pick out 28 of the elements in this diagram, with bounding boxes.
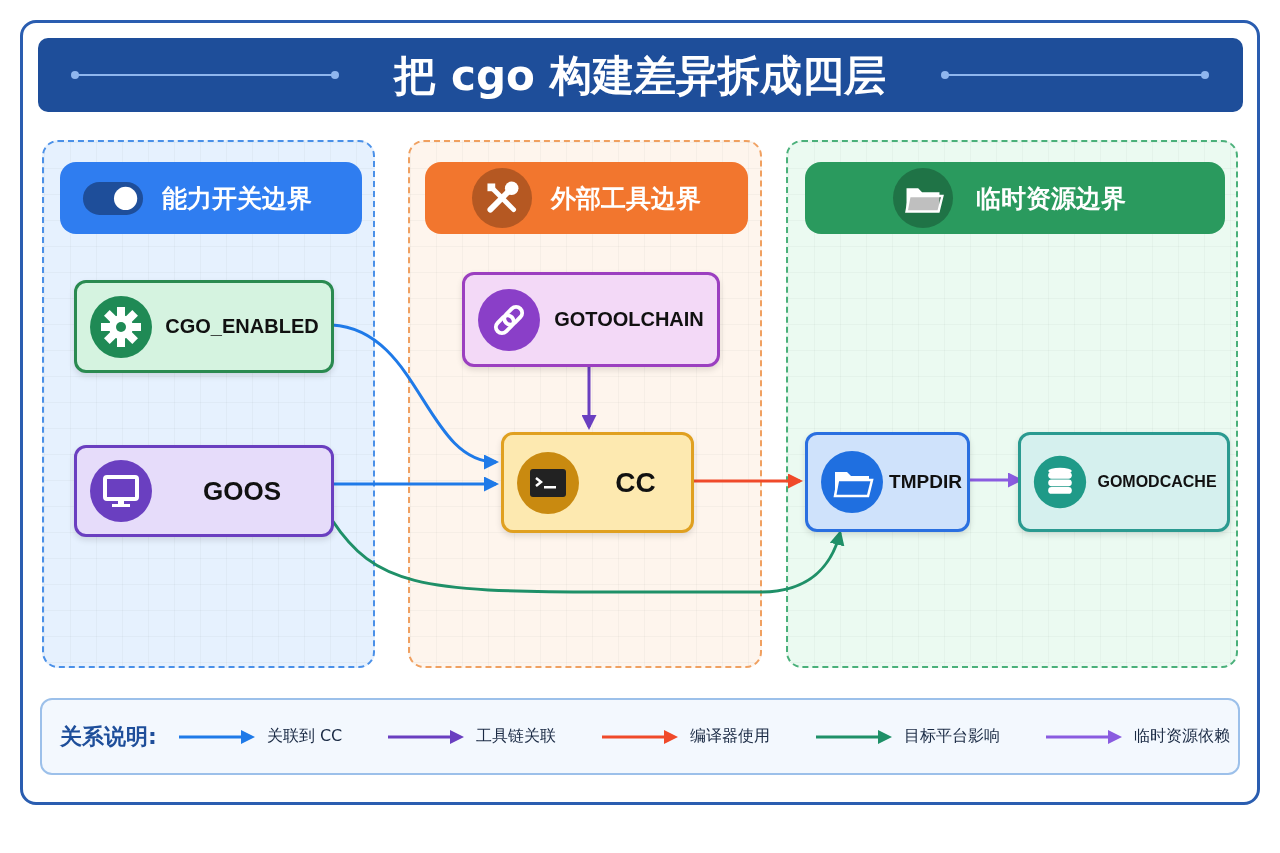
legend-label: 临时资源依赖 xyxy=(1134,726,1231,747)
boundary-panel xyxy=(42,140,375,668)
variable-name: TMPDIR xyxy=(888,471,963,493)
legend-label: 关联到 CC xyxy=(266,726,343,747)
variable-name: GOTOOLCHAIN xyxy=(553,308,705,331)
legend-label: 工具链关联 xyxy=(476,726,557,747)
variable-box xyxy=(805,432,970,532)
title: 把 cgo 构建差异拆成四层 xyxy=(392,50,887,102)
legend-label: 目标平台影响 xyxy=(904,726,1001,747)
arrow xyxy=(332,476,499,492)
variable-box xyxy=(74,445,334,537)
panel-heading: 临时资源边界 xyxy=(976,182,1126,215)
arrow xyxy=(692,473,803,489)
boundary-panel xyxy=(786,140,1238,668)
variable-box xyxy=(501,432,694,533)
legend-label: 编译器使用 xyxy=(690,726,771,747)
variable-name: CC xyxy=(614,466,657,499)
variable-box xyxy=(74,280,334,373)
variable-box xyxy=(1018,432,1230,532)
panel-heading: 外部工具边界 xyxy=(551,182,701,215)
variable-box xyxy=(462,272,720,367)
variable-name: GOOS xyxy=(202,475,282,507)
panel-heading: 能力开关边界 xyxy=(162,182,312,215)
legend-title: 关系说明: xyxy=(60,722,157,751)
variable-name: GOMODCACHE xyxy=(1096,473,1218,491)
variable-name: CGO_ENABLED xyxy=(164,315,320,338)
boundary-panel xyxy=(408,140,762,668)
arrow xyxy=(581,365,597,430)
